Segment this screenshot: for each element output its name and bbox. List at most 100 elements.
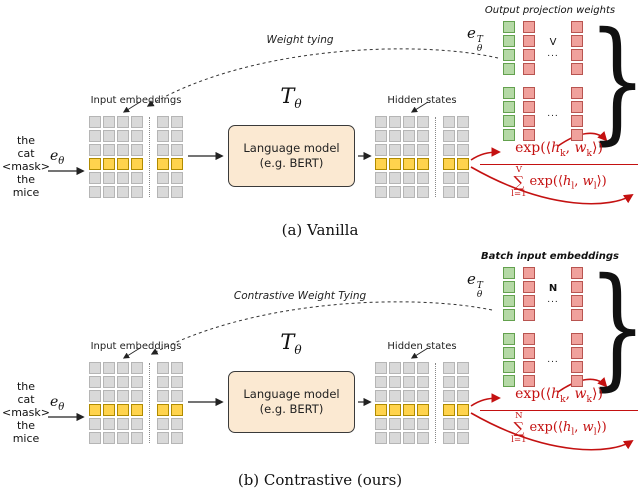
panel-vanilla: the cat <mask> the mice eθ Input embeddi… (0, 0, 640, 245)
w-var: w (582, 173, 594, 189)
weights-title: Batch input embeddings (481, 251, 619, 262)
k-sub: k (560, 394, 566, 405)
l-sub: l (571, 427, 575, 438)
embedding-symbol: e (50, 394, 59, 410)
h-var: h (551, 386, 561, 402)
e-sup: T (476, 281, 483, 291)
input-embeddings-grid (88, 361, 184, 445)
model-symbol: Tθ (256, 84, 326, 111)
sigma: ∑ (513, 418, 525, 437)
fraction-bar (480, 163, 638, 165)
denominator-text: exp(⟨hl, wl⟩) (530, 174, 607, 192)
input-embeddings-label: Input embeddings (90, 95, 182, 106)
sum-lower-limit: l=1 (511, 434, 527, 445)
weight-columns-ellipsis: V... (542, 20, 564, 76)
token: the (16, 419, 36, 432)
token: mice (12, 186, 40, 199)
w-var: w (582, 419, 594, 435)
model-symbol-base: T (280, 330, 295, 354)
weight-column-green (502, 332, 516, 388)
denominator-text: exp(⟨hl, wl⟩) (530, 420, 607, 438)
h-var: h (563, 173, 572, 189)
e-sub: θ (476, 44, 483, 54)
weight-column-red (570, 332, 584, 388)
grid-ellipsis-divider (149, 363, 150, 443)
embedding-function-label: eθ (50, 148, 64, 167)
weight-column-red (522, 86, 536, 142)
grid-ellipsis-divider (435, 363, 436, 443)
sum-symbol: V∑l=1 (511, 164, 526, 199)
w-var: w (574, 386, 587, 402)
weight-columns-ellipsis: N... (542, 266, 564, 322)
e-symbol: e (467, 270, 476, 288)
embedding-symbol-sub: θ (58, 401, 65, 413)
batch-embedding-columns-top: N... (502, 266, 590, 322)
token: mice (12, 432, 40, 445)
grid-ellipsis-divider (435, 117, 436, 197)
sigma: ∑ (513, 172, 525, 191)
comma: , (574, 419, 583, 435)
vocab-size-letter: V (549, 37, 557, 48)
input-text: the cat <mask> the mice (2, 380, 50, 445)
sum-upper-limit: V (515, 164, 522, 175)
e-symbol: e (467, 24, 476, 42)
weight-column-green (502, 20, 516, 76)
exp-open: exp(⟨ (515, 140, 552, 156)
language-model-box: Language model (e.g. BERT) (228, 125, 355, 187)
comma: , (565, 140, 575, 156)
l-sub: l (593, 181, 597, 192)
model-symbol: Tθ (256, 330, 326, 357)
close: ⟩) (596, 419, 607, 435)
weight-tying-label: Weight tying (266, 34, 334, 46)
close: ⟩) (592, 140, 603, 156)
token: cat (17, 147, 35, 160)
ellipsis: ... (547, 109, 559, 119)
grid-ellipsis-divider (149, 117, 150, 197)
weight-column-green (502, 86, 516, 142)
contrastive-weight-tying-label: Contrastive Weight Tying (233, 290, 367, 302)
l-sub: l (593, 427, 597, 438)
hidden-states-label: Hidden states (387, 341, 457, 352)
panel-caption: (a) Vanilla (281, 221, 359, 239)
formula-numerator: exp(⟨hk, wk⟩) (480, 140, 638, 163)
comma: , (574, 173, 583, 189)
token: the (16, 173, 36, 186)
token-mask: <mask> (2, 406, 50, 419)
weight-columns-ellipsis: ... (542, 86, 564, 142)
ellipsis: ... (547, 295, 559, 305)
close: ⟩) (592, 386, 603, 402)
projection-weight-columns-bottom: ... (502, 86, 590, 142)
k-sub: k (586, 394, 592, 405)
model-symbol-sub: θ (294, 343, 302, 358)
h-var: h (551, 140, 561, 156)
hidden-states-grid (374, 115, 470, 199)
exp-open: exp(⟨ (529, 419, 564, 435)
e-sub: θ (476, 290, 483, 300)
e-sup: T (476, 35, 483, 45)
close: ⟩) (596, 173, 607, 189)
batch-embedding-columns-bottom: ... (502, 332, 590, 388)
brace: } (588, 12, 640, 150)
input-embeddings-grid (88, 115, 184, 199)
model-name: Language model (243, 141, 340, 155)
embedding-symbol-sub: θ (58, 155, 65, 167)
token: the (16, 134, 36, 147)
batch-size-letter: N (548, 283, 558, 294)
ellipsis: ... (547, 49, 559, 59)
h-var: h (563, 419, 572, 435)
exp-open: exp(⟨ (529, 173, 564, 189)
weight-column-red (522, 20, 536, 76)
model-symbol-sub: θ (294, 97, 302, 112)
weight-column-red (570, 266, 584, 322)
token: cat (17, 393, 35, 406)
exp-open: exp(⟨ (515, 386, 552, 402)
panel-caption: (b) Contrastive (ours) (237, 471, 403, 489)
formula-numerator: exp(⟨hk, wk⟩) (480, 386, 638, 409)
hidden-states-grid (374, 361, 470, 445)
